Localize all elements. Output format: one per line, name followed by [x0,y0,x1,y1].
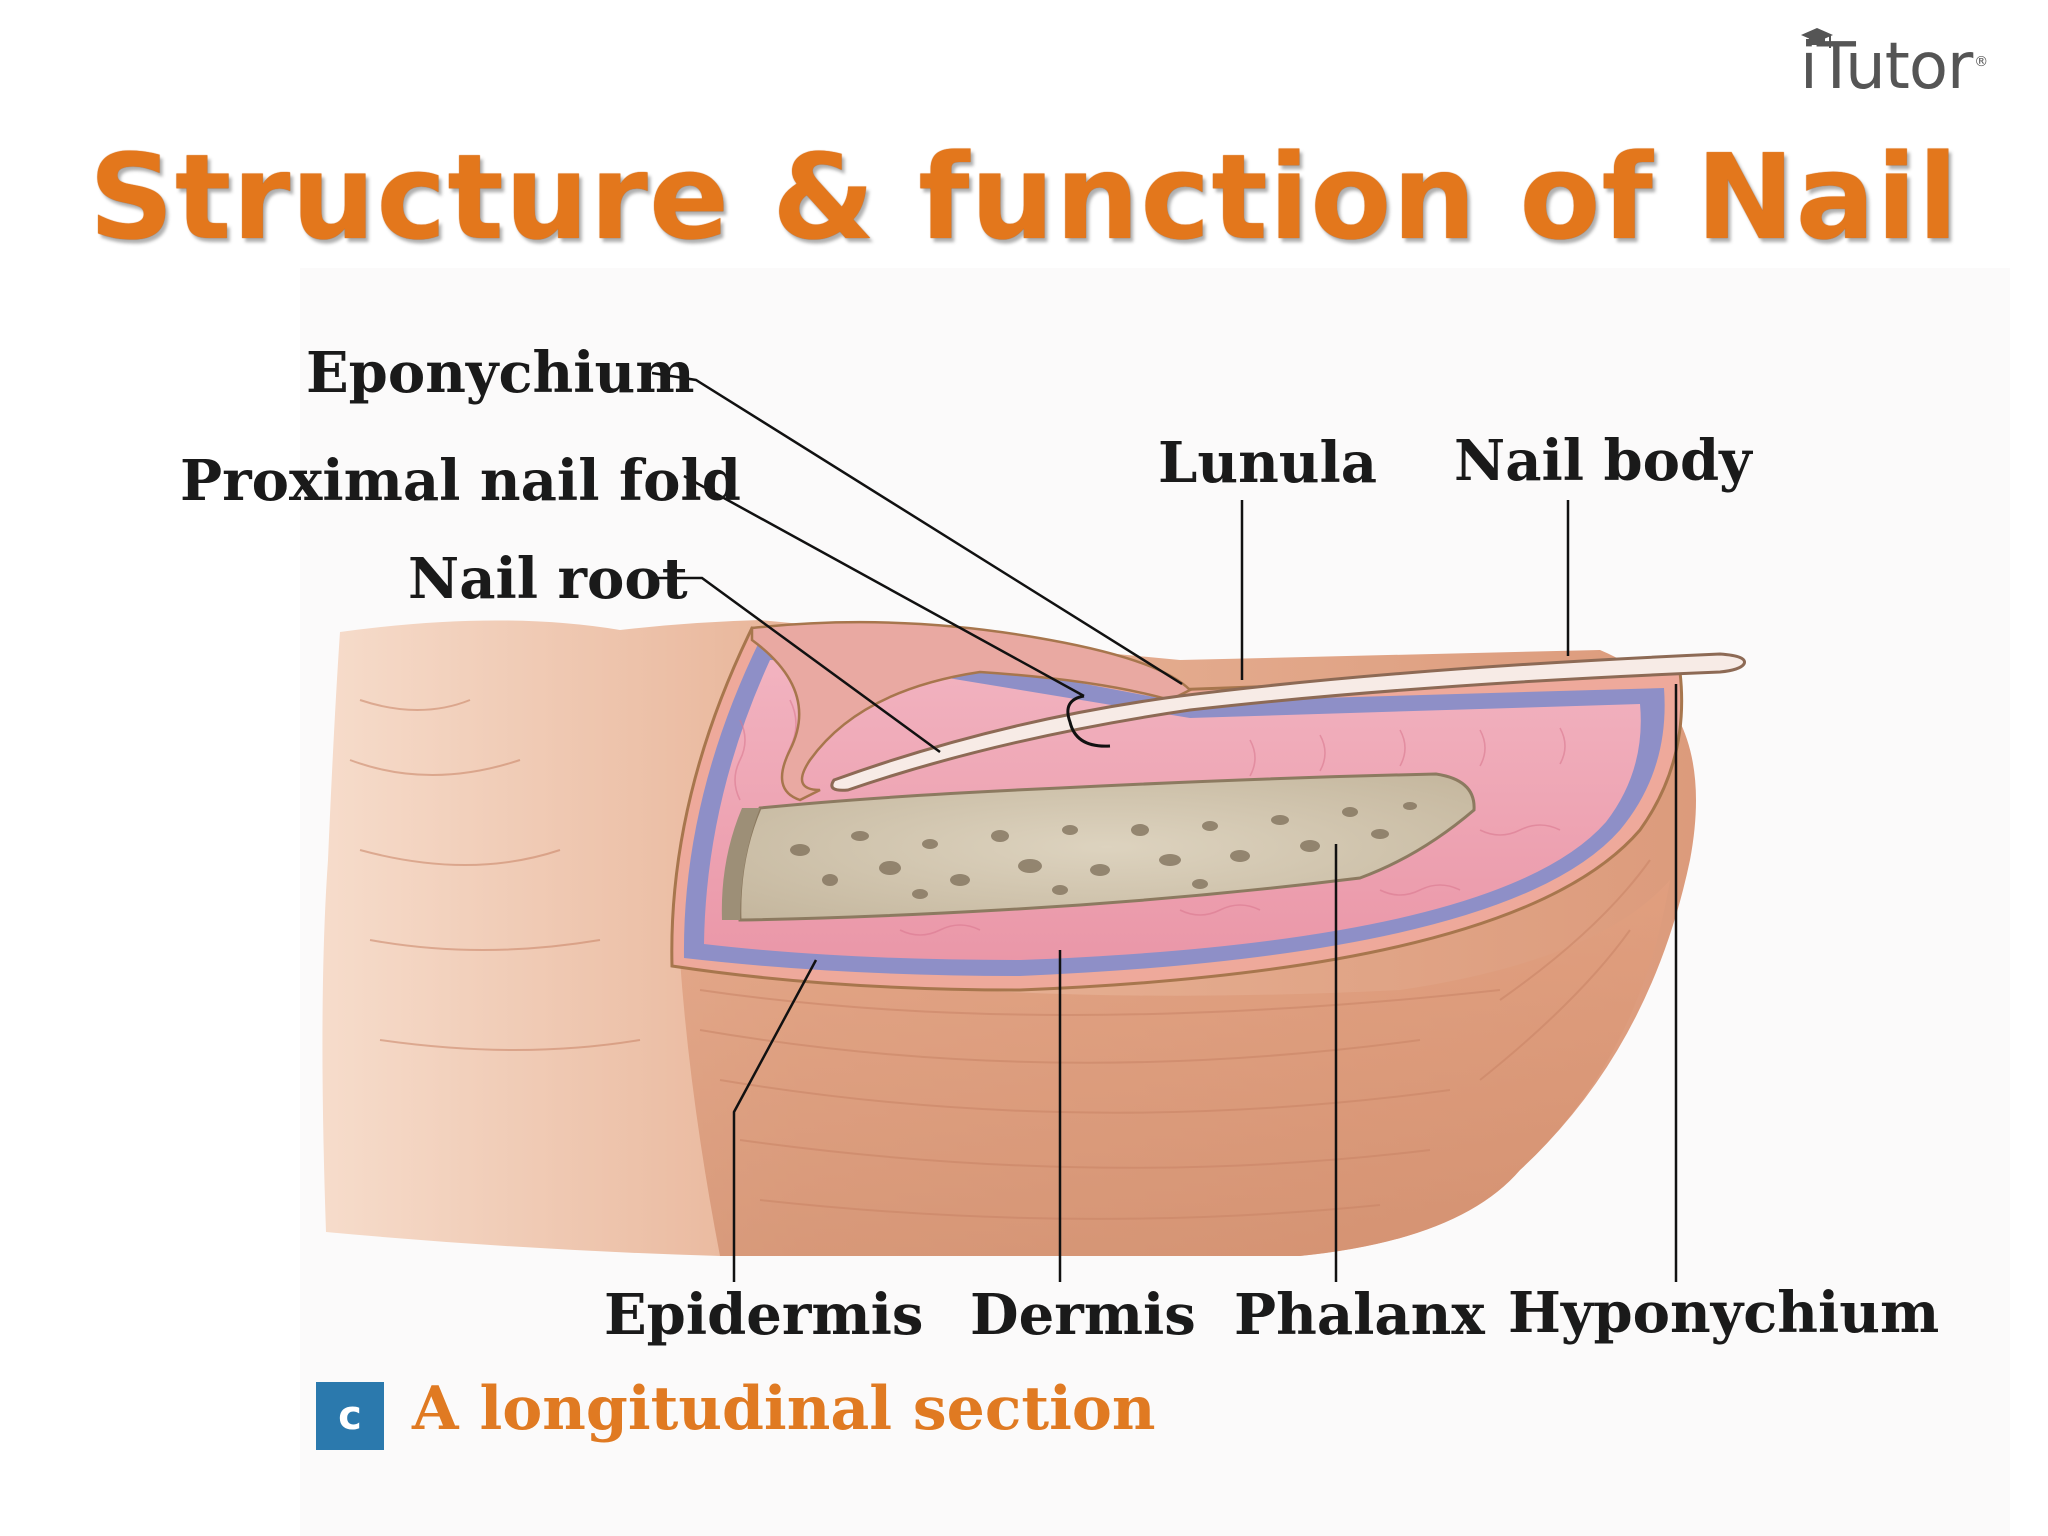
label-epidermis: Epidermis [604,1282,924,1348]
brand-registered-mark: ® [1974,53,1988,70]
slide-title: Structure & function of Nail [88,128,1960,266]
brand-name: iTutor [1800,30,1973,104]
label-proximal-nail-fold: Proximal nail fold [180,448,741,514]
figure-caption: A longitudinal section [412,1374,1156,1444]
label-dermis: Dermis [970,1282,1196,1348]
label-lunula: Lunula [1158,430,1378,496]
label-nail-root: Nail root [408,546,688,612]
leader-lines [651,371,1678,1282]
label-hyponychium: Hyponychium [1508,1280,1940,1346]
cut-section [670,626,1684,992]
label-eponychium: Eponychium [306,340,695,406]
eponychium-bracket [1066,694,1111,748]
bone-pores [790,802,1417,899]
leader-proximal-nail-fold [683,474,1085,698]
leader-eponychium [651,371,1183,686]
leader-epidermis [732,959,818,1282]
brand-logo: iTutor® [1800,30,1988,104]
label-phalanx: Phalanx [1234,1282,1485,1348]
graduation-cap-icon [1800,26,1834,58]
label-nail-body: Nail body [1454,428,1752,494]
nail-plate [750,620,1746,802]
leader-nail-root [654,576,941,754]
panel-letter-badge: c [316,1382,384,1450]
